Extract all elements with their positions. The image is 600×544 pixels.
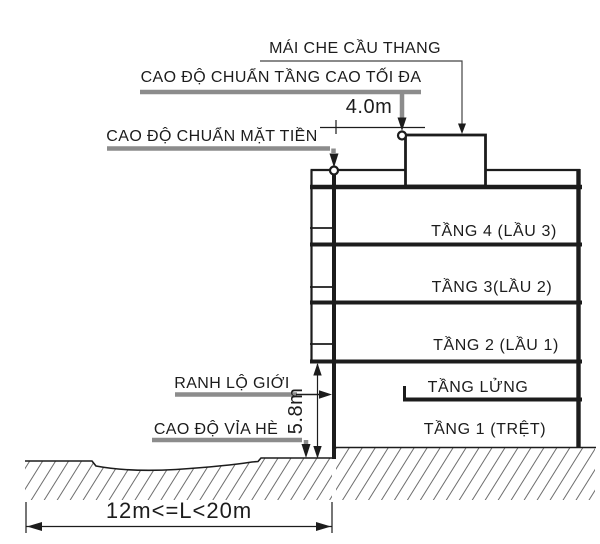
stair-canopy-box bbox=[404, 133, 487, 188]
road-boundary-label: RANH LỘ GIỚI bbox=[174, 375, 290, 392]
setback-dimension bbox=[320, 120, 425, 134]
right-arrow bbox=[319, 390, 332, 399]
right-arrow bbox=[316, 522, 331, 531]
sidewalk-datum-label: CAO ĐỘ VỈA HÈ bbox=[153, 421, 279, 438]
floor-slabs bbox=[310, 242, 582, 364]
sidewalk-and-hatch-left bbox=[25, 457, 332, 500]
road-width-dimension-value: 12m<=L<20m bbox=[105, 498, 253, 523]
max-height-datum-label: CAO ĐỘ CHUẨN TẦNG CAO TỐI ĐA bbox=[140, 69, 422, 86]
roof-canopy-label: MÁI CHE CẦU THANG bbox=[269, 40, 441, 57]
balcony-strip bbox=[310, 170, 334, 362]
mezzanine-label: TẦNG LỬNG bbox=[427, 379, 529, 396]
building-outline bbox=[310, 133, 582, 459]
max-height-datum-leader bbox=[140, 89, 421, 131]
floor-1-label: TẦNG 1 (TRỆT) bbox=[423, 421, 547, 438]
down-arrow bbox=[458, 123, 466, 134]
datum-marker-circle bbox=[396, 130, 408, 141]
down-arrow bbox=[329, 153, 339, 168]
floor-4-label: TẦNG 4 (LẦU 3) bbox=[431, 223, 557, 240]
facade-height-dimension bbox=[313, 363, 322, 459]
floor-3-label: TẦNG 3(LẦU 2) bbox=[431, 279, 553, 296]
datum-marker-circle bbox=[328, 165, 340, 176]
floor-2-label: TẦNG 2 (LẦU 1) bbox=[433, 337, 559, 354]
facade-height-dimension-value: 5.8m bbox=[285, 387, 307, 435]
mezzanine-slab bbox=[403, 386, 582, 402]
facade-datum-label: CAO ĐỘ CHUẨN MẶT TIỀN bbox=[106, 128, 318, 145]
setback-dimension-value: 4.0m bbox=[345, 96, 393, 118]
down-arrow bbox=[301, 444, 311, 458]
road-boundary-leader bbox=[175, 390, 332, 399]
left-arrow bbox=[27, 522, 42, 531]
down-arrow bbox=[397, 117, 407, 131]
up-arrow bbox=[313, 363, 322, 376]
road-width-dimension bbox=[25, 502, 333, 533]
down-arrow bbox=[313, 446, 322, 459]
facade-datum-leader bbox=[107, 146, 339, 168]
roof-canopy-leader bbox=[260, 60, 466, 134]
ground-hatch-right bbox=[334, 446, 596, 500]
sidewalk-datum-leader bbox=[152, 437, 311, 458]
